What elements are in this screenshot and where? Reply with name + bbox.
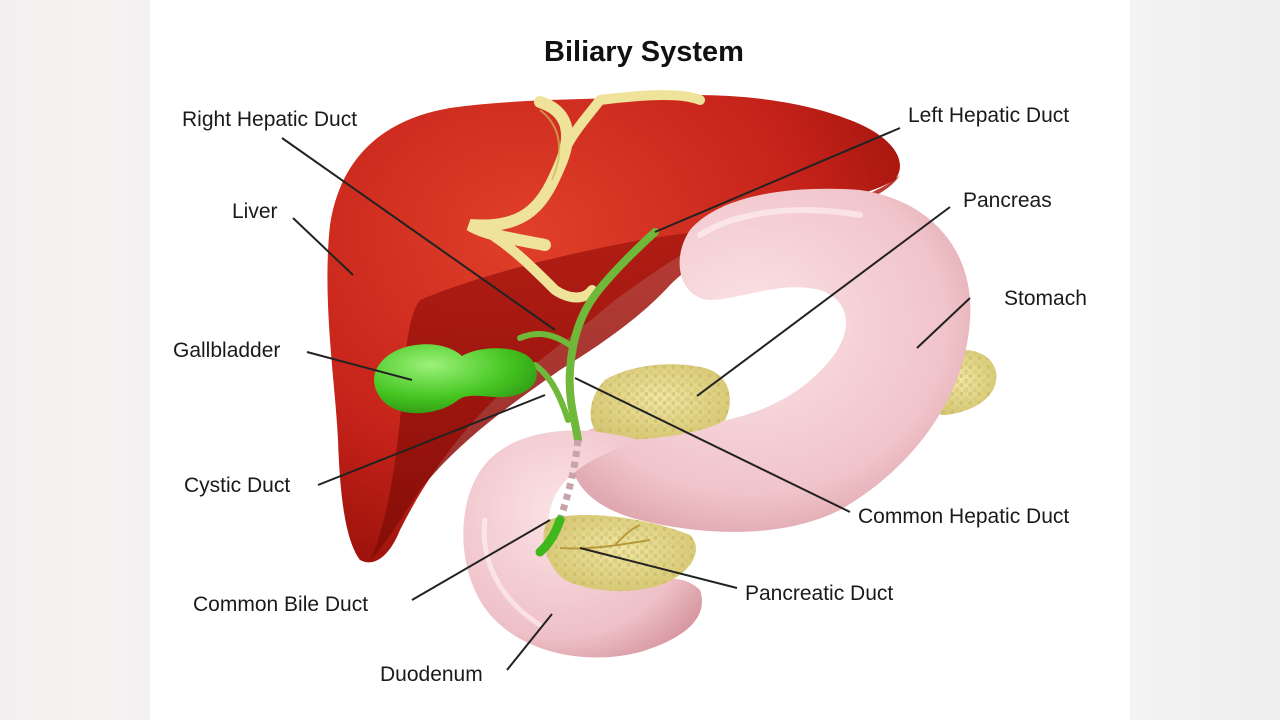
leader-lines: [281, 127, 971, 671]
label-gallbladder: Gallbladder: [173, 339, 280, 362]
label-stomach: Stomach: [1004, 287, 1087, 310]
diagram-title: Biliary System: [544, 36, 744, 68]
leader-cystic-duct: [317, 394, 546, 486]
left-margin: [0, 0, 150, 720]
leader-gallbladder: [306, 351, 413, 381]
label-duodenum: Duodenum: [380, 663, 483, 686]
leader-pancreatic-duct: [579, 547, 738, 589]
right-margin: [1130, 0, 1280, 720]
label-pancreatic-duct: Pancreatic Duct: [745, 582, 893, 605]
pancreas: [590, 364, 730, 440]
leader-common-bile-duct: [411, 519, 551, 601]
labels: Right Hepatic Duct Left Hepatic Duct Liv…: [173, 104, 1087, 686]
label-cystic-duct: Cystic Duct: [184, 474, 290, 497]
bile-ducts: [517, 228, 659, 557]
pancreas-head: [543, 515, 696, 592]
leader-common-hepatic-duct: [574, 377, 851, 513]
leader-liver: [292, 217, 354, 276]
stomach: [569, 188, 971, 532]
leader-duodenum: [506, 613, 553, 671]
label-common-bile-duct: Common Bile Duct: [193, 593, 368, 616]
label-liver: Liver: [232, 200, 278, 223]
label-right-hepatic-duct: Right Hepatic Duct: [182, 108, 357, 131]
hepatic-ducts: [466, 90, 705, 303]
duodenum: [463, 430, 702, 658]
label-left-hepatic-duct: Left Hepatic Duct: [908, 104, 1069, 127]
leader-pancreas: [696, 206, 951, 397]
label-pancreas: Pancreas: [963, 189, 1052, 212]
label-common-hepatic-duct: Common Hepatic Duct: [858, 505, 1069, 528]
leader-right-hepatic-duct: [281, 137, 556, 331]
gallbladder: [374, 344, 537, 414]
leader-stomach: [916, 297, 971, 349]
leader-left-hepatic-duct: [654, 127, 901, 233]
